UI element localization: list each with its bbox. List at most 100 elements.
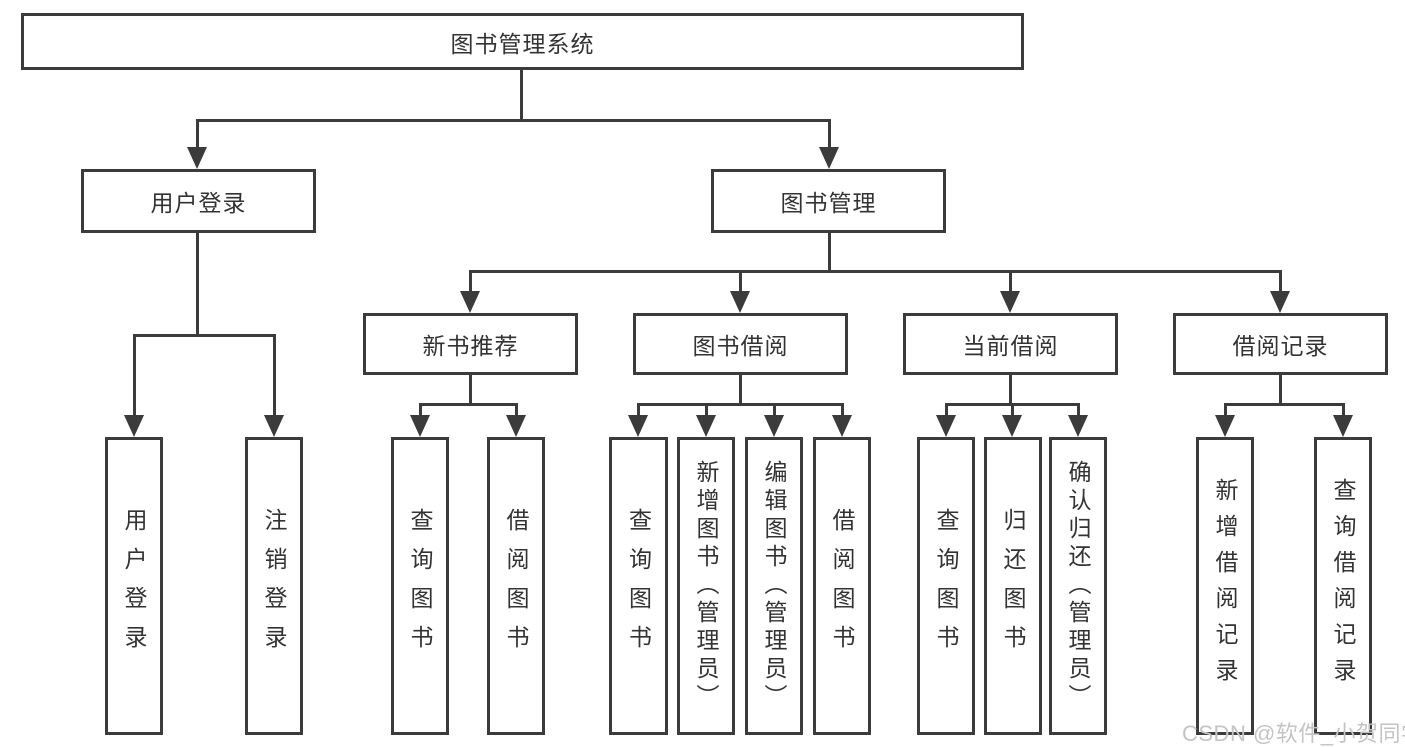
arrow-current-leaf-2 (1002, 406, 1022, 437)
arrow-stem (1076, 406, 1080, 419)
arrow-head-icon (1333, 415, 1353, 437)
arrow-stem (636, 406, 640, 419)
connector-borrow-hbar (637, 403, 844, 406)
arrow-head-icon (506, 415, 526, 437)
arrow-head-icon (1002, 415, 1022, 437)
watermark: CSDN @软件_小贺同学 (1182, 721, 1405, 746)
arrow-borrow-leaf-2 (696, 406, 716, 437)
arrow-head-icon (410, 415, 430, 437)
leaf-borrow-borrow-books: 借阅图书 (813, 437, 871, 735)
connector-root-hbar (196, 119, 831, 122)
arrow-current-leaf-1 (936, 406, 956, 437)
connector-management-hbar (469, 270, 1282, 273)
leaf-recommend-query-books-label: 查询图书 (407, 508, 433, 664)
leaf-current-confirm-return-admin-label: 确认归还（管理员） (1065, 460, 1091, 712)
arrow-to-records (1270, 273, 1290, 313)
arrow-to-management (819, 121, 839, 169)
leaf-current-query-books-label: 查询图书 (933, 508, 959, 664)
arrow-head-icon (696, 415, 716, 437)
arrow-head-icon (187, 147, 207, 169)
arrow-borrow-leaf-3 (764, 406, 784, 437)
arrow-stem (704, 406, 708, 419)
node-current-borrow-label: 当前借阅 (962, 333, 1059, 359)
node-book-management: 图书管理 (711, 169, 946, 233)
connector-login-stem (196, 233, 199, 337)
arrow-head-icon (124, 415, 144, 437)
arrow-current-leaf-3 (1068, 406, 1088, 437)
node-root-system: 图书管理系统 (21, 13, 1024, 70)
arrow-to-user-login-leaf (124, 337, 144, 437)
connector-records-hbar (1224, 403, 1345, 406)
arrow-head-icon (1000, 291, 1020, 313)
arrow-head-icon (819, 147, 839, 169)
arrow-head-icon (460, 291, 480, 313)
arrow-stem (1008, 273, 1012, 295)
node-user-login-label: 用户登录 (150, 190, 247, 216)
arrow-head-icon (1215, 415, 1235, 437)
arrow-stem (944, 406, 948, 419)
leaf-records-add-record: 新增借阅记录 (1196, 437, 1254, 735)
leaf-current-confirm-return-admin: 确认归还（管理员） (1049, 437, 1107, 735)
arrow-records-leaf-1 (1215, 406, 1235, 437)
arrow-borrow-leaf-1 (628, 406, 648, 437)
arrow-head-icon (730, 291, 750, 313)
connector-root-stem (520, 70, 523, 121)
arrow-stem (1010, 406, 1014, 419)
arrow-stem (1341, 406, 1345, 419)
arrow-recommend-leaf-1 (410, 406, 430, 437)
leaf-logout: 注销登录 (245, 437, 303, 735)
arrow-stem (468, 273, 472, 295)
arrow-to-login (187, 121, 207, 169)
leaf-current-return-books: 归还图书 (984, 437, 1042, 735)
arrow-stem (514, 406, 518, 419)
leaf-borrow-query-books-label: 查询图书 (625, 508, 652, 664)
leaf-borrow-add-books-admin: 新增图书（管理员） (677, 437, 735, 735)
node-book-borrow: 图书借阅 (633, 313, 848, 375)
leaf-records-add-record-label: 新增借阅记录 (1212, 478, 1238, 694)
arrow-head-icon (628, 415, 648, 437)
node-book-management-label: 图书管理 (780, 190, 877, 216)
arrow-head-icon (1068, 415, 1088, 437)
arrow-recommend-leaf-2 (506, 406, 526, 437)
node-new-book-recommend-label: 新书推荐 (422, 333, 519, 359)
node-user-login: 用户登录 (81, 169, 316, 233)
leaf-current-query-books: 查询图书 (917, 437, 975, 735)
leaf-current-return-books-label: 归还图书 (1000, 508, 1026, 664)
node-borrow-records: 借阅记录 (1173, 313, 1388, 375)
connector-recommend-stem (469, 375, 472, 406)
leaf-recommend-borrow-books-label: 借阅图书 (503, 508, 529, 664)
leaf-borrow-add-books-admin-label: 新增图书（管理员） (693, 460, 719, 712)
leaf-user-login-label: 用户登录 (121, 508, 147, 664)
arrow-stem (195, 121, 199, 151)
connector-records-stem (1279, 375, 1282, 406)
connector-management-stem (828, 233, 831, 273)
arrow-head-icon (764, 415, 784, 437)
leaf-borrow-borrow-books-label: 借阅图书 (829, 508, 855, 664)
arrow-stem (132, 337, 136, 419)
arrow-stem (272, 337, 276, 419)
leaf-borrow-query-books: 查询图书 (609, 437, 668, 735)
arrow-borrow-leaf-4 (832, 406, 852, 437)
connector-recommend-hbar (419, 403, 518, 406)
connector-borrow-stem (739, 375, 742, 406)
leaf-logout-label: 注销登录 (261, 508, 287, 664)
arrow-stem (1278, 273, 1282, 295)
arrow-stem (418, 406, 422, 419)
arrow-to-current (1000, 273, 1020, 313)
connector-current-stem (1009, 375, 1012, 406)
leaf-borrow-edit-books-admin: 编辑图书（管理员） (745, 437, 803, 735)
arrow-stem (772, 406, 776, 419)
arrow-head-icon (264, 415, 284, 437)
arrow-head-icon (936, 415, 956, 437)
leaf-user-login: 用户登录 (105, 437, 163, 735)
leaf-records-query-record: 查询借阅记录 (1314, 437, 1372, 735)
arrow-stem (738, 273, 742, 295)
node-new-book-recommend: 新书推荐 (363, 313, 578, 375)
arrow-stem (840, 406, 844, 419)
arrow-stem (1223, 406, 1227, 419)
node-current-borrow: 当前借阅 (903, 313, 1118, 375)
arrow-to-logout-leaf (264, 337, 284, 437)
arrow-head-icon (832, 415, 852, 437)
arrow-stem (827, 121, 831, 151)
